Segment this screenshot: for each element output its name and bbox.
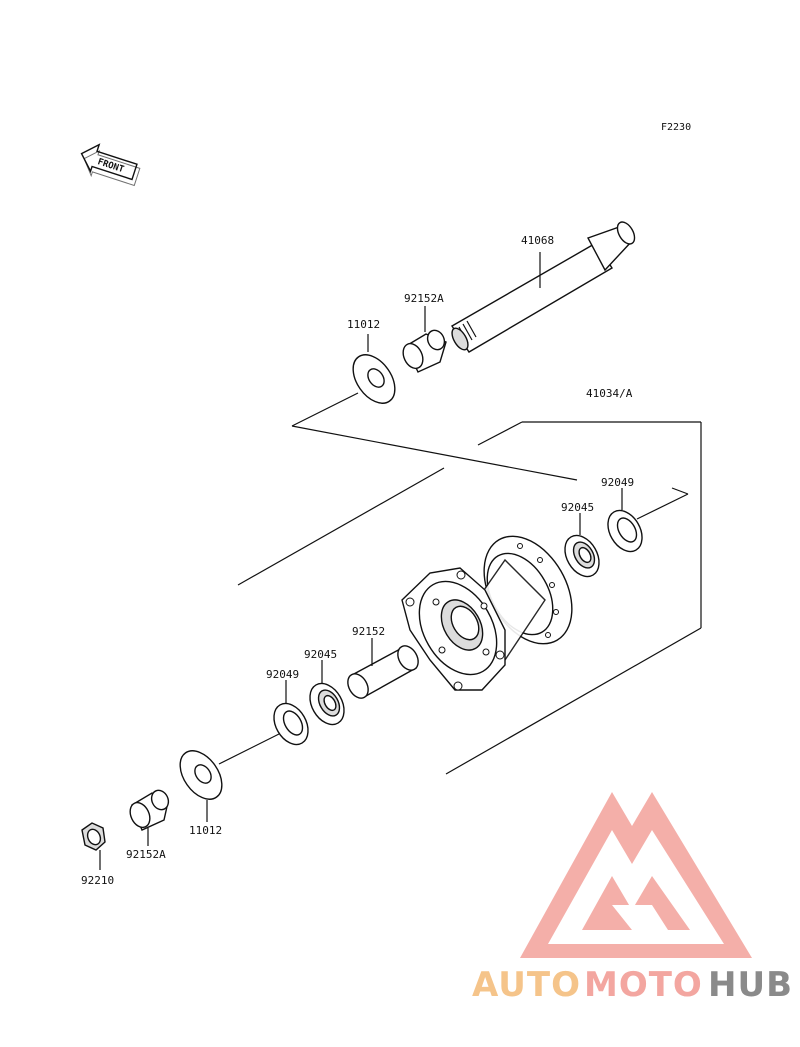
label-92045-left: 92045 — [304, 648, 337, 661]
label-41068: 41068 — [521, 234, 554, 247]
automotohub-logo: AUTO MOTO HUB — [472, 792, 793, 1005]
logo-word-moto: MOTO — [584, 965, 703, 1005]
seal-92049-left — [273, 680, 309, 746]
logo-word-hub: HUB — [708, 965, 793, 1005]
logo-word-auto: AUTO — [472, 965, 581, 1005]
wheel-hub — [401, 535, 573, 691]
axle-41068 — [451, 221, 636, 353]
label-92045-right: 92045 — [561, 501, 594, 514]
label-92049-right: 92049 — [601, 476, 634, 489]
spacer-11012-bottom — [179, 750, 223, 822]
label-92049-left: 92049 — [266, 668, 299, 681]
label-92210: 92210 — [81, 874, 114, 887]
collar-92152a-top — [402, 306, 447, 373]
seal-92049-right — [607, 488, 643, 553]
figure-code: F2230 — [661, 122, 691, 133]
logo-triangle-icon — [520, 792, 752, 958]
nut-92210 — [81, 822, 106, 870]
collar-92152a-bottom — [129, 789, 170, 846]
bearing-92045-left — [309, 660, 345, 726]
label-92152: 92152 — [352, 625, 385, 638]
label-92152a-bottom: 92152A — [126, 848, 166, 861]
label-41034a: 41034/A — [586, 387, 633, 400]
front-arrow-icon: FRONT — [80, 143, 141, 187]
collar-92152 — [347, 638, 419, 699]
spacer-11012-top — [352, 334, 396, 404]
label-92152a-top: 92152A — [404, 292, 444, 305]
bearing-92045-right — [564, 513, 600, 578]
label-11012-bottom: 11012 — [189, 824, 222, 837]
label-11012-top: 11012 — [347, 318, 380, 331]
leader-lines — [218, 392, 702, 775]
